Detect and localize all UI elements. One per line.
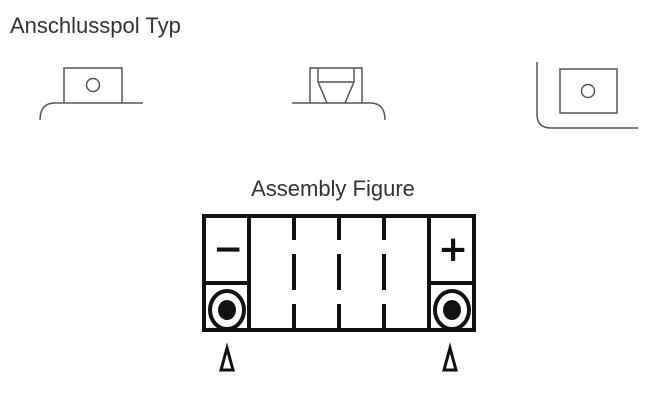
negative-sign: − bbox=[213, 229, 244, 270]
terminal-type-1-bolt-hole bbox=[85, 77, 101, 93]
terminal-compartment-dividers bbox=[247, 218, 431, 328]
negative-terminal-bolt bbox=[208, 289, 246, 331]
terminal-type-1 bbox=[39, 67, 143, 121]
positive-bolt-center bbox=[443, 300, 461, 320]
terminal-type-3-corner bbox=[536, 62, 638, 129]
terminal-type-1-post bbox=[63, 67, 123, 103]
negative-bolt-ring bbox=[208, 289, 246, 331]
assembly-figure-heading: Assembly Figure bbox=[251, 176, 415, 201]
terminal-type-3 bbox=[536, 62, 638, 129]
positive-terminal-marker-icon bbox=[442, 342, 458, 372]
positive-sign: + bbox=[438, 229, 469, 270]
terminal-type-3-post bbox=[559, 68, 618, 114]
terminal-type-1-base bbox=[39, 102, 143, 121]
terminal-type-2-nut bbox=[317, 68, 355, 104]
cell-dividers bbox=[292, 216, 386, 330]
terminal-type-2 bbox=[292, 67, 386, 121]
positive-terminal-bolt bbox=[433, 289, 471, 331]
terminal-types-heading: Anschlusspol Typ bbox=[10, 13, 181, 38]
terminal-type-3-bolt-hole bbox=[580, 83, 596, 99]
terminal-type-2-post bbox=[309, 67, 363, 103]
terminal-type-2-base bbox=[292, 102, 386, 121]
negative-terminal-marker-icon bbox=[219, 342, 235, 372]
positive-bolt-ring bbox=[433, 289, 471, 331]
negative-bolt-center bbox=[218, 300, 236, 320]
